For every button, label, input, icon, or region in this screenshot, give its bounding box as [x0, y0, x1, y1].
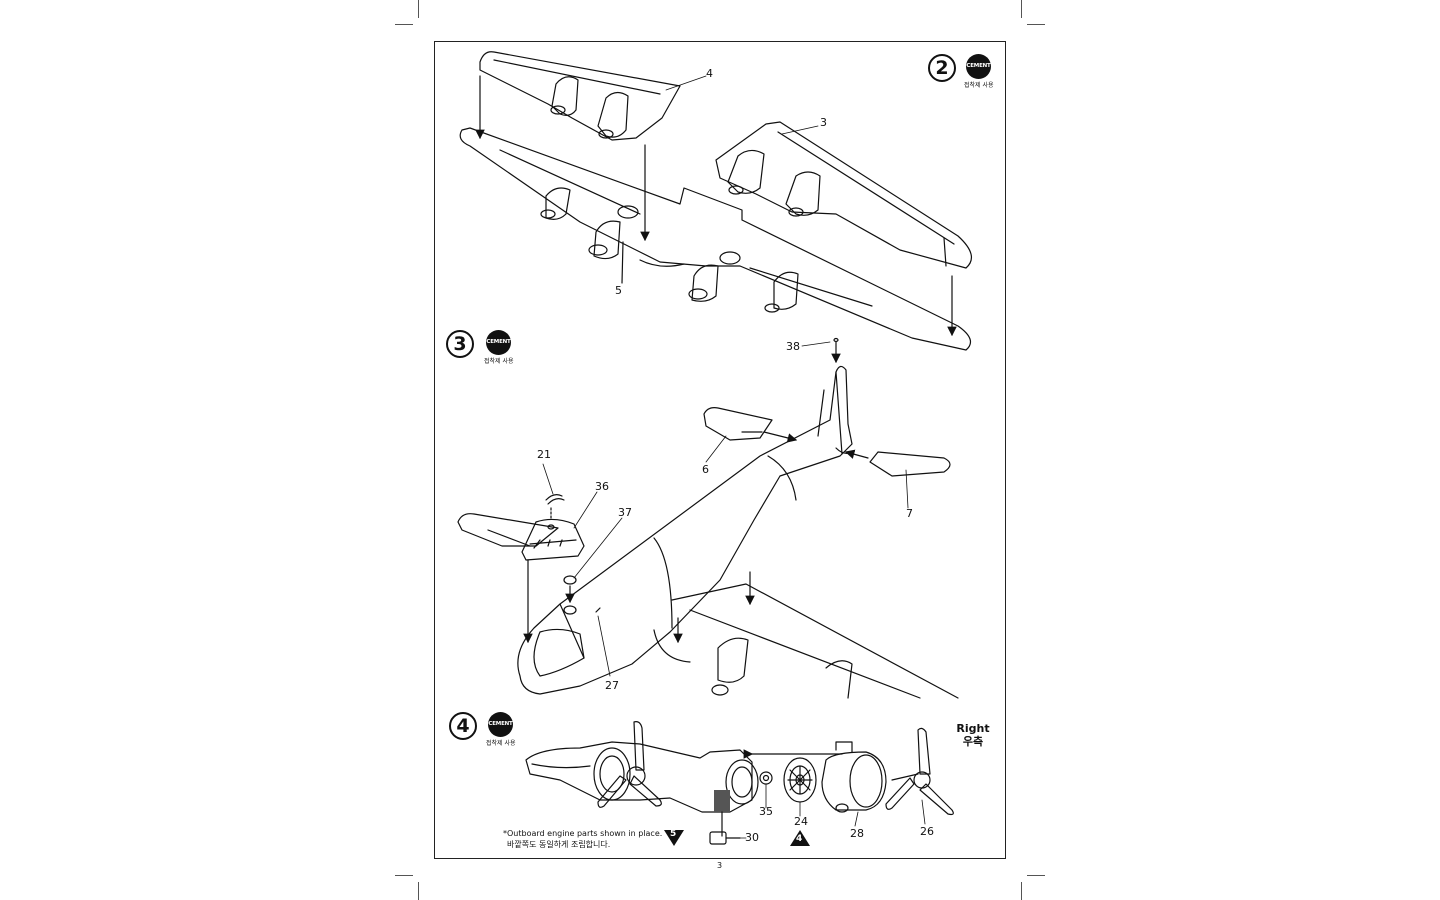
part-label: 24 [794, 815, 808, 828]
instruction-page-frame [434, 41, 1006, 859]
fuselage [517, 365, 853, 695]
part-label: 7 [906, 507, 913, 520]
step-ref-marker-label: 5 [670, 829, 677, 839]
part-label: 27 [605, 679, 619, 692]
crop-mark [1027, 24, 1045, 25]
cement-icon: CEMENT [486, 330, 511, 355]
stabilizer-part-7 [869, 451, 951, 477]
engine-part-24 [783, 757, 817, 803]
part-label: 21 [537, 448, 551, 461]
step-3-number: 3 [446, 330, 474, 358]
propeller-left [597, 721, 662, 808]
propeller-part-26 [885, 727, 954, 816]
part-label: 6 [702, 463, 709, 476]
part-label: 38 [786, 340, 800, 353]
step-4-number: 4 [449, 712, 477, 740]
step-ref-marker [664, 830, 684, 846]
cement-note: 접착제 사용 [486, 740, 516, 747]
part-label: 30 [745, 831, 759, 844]
wing-part-4 [479, 51, 681, 141]
wing-center-section [459, 127, 972, 351]
part-label: 37 [618, 506, 632, 519]
part-label: 26 [920, 825, 934, 838]
page-number: 3 [717, 861, 723, 870]
part-label: 36 [595, 480, 609, 493]
cement-icon: CEMENT [966, 54, 991, 79]
engine-nacelle-assembly [525, 741, 759, 813]
side-label-kr: 우측 [962, 735, 984, 748]
crop-mark [395, 24, 413, 25]
crop-mark [1021, 0, 1022, 18]
canopy-part-36 [521, 518, 585, 561]
part-label: 35 [759, 805, 773, 818]
part-label: 3 [820, 116, 827, 129]
step-ref-marker [790, 830, 810, 846]
assembly-note: *Outboard engine parts shown in place. 바… [503, 828, 662, 850]
step-ref-marker-label: 4 [796, 834, 803, 844]
part-label: 5 [615, 284, 622, 297]
part-label: 4 [706, 67, 713, 80]
wing-part-3 [715, 121, 973, 269]
crop-mark [1027, 875, 1045, 876]
cement-note: 접착제 사용 [964, 82, 994, 89]
part-label: 28 [850, 827, 864, 840]
crop-mark [418, 0, 419, 18]
side-label-en: Right [956, 722, 990, 735]
side-indicator: Right 우측 [950, 722, 996, 748]
note-en: *Outboard engine parts shown in place. [503, 829, 663, 838]
note-kr: 바깥쪽도 동일하게 조립합니다. [507, 840, 611, 849]
stabilizer-part-6 [703, 407, 773, 441]
step-2-number: 2 [928, 54, 956, 82]
cowling-part-28 [821, 741, 887, 813]
cement-icon: CEMENT [488, 712, 513, 737]
crop-mark [1021, 882, 1022, 900]
exhaust-part-30 [709, 831, 741, 845]
crop-mark [395, 875, 413, 876]
wing-root-right [653, 583, 959, 699]
cement-note: 접착제 사용 [484, 358, 514, 365]
crop-mark [418, 882, 419, 900]
